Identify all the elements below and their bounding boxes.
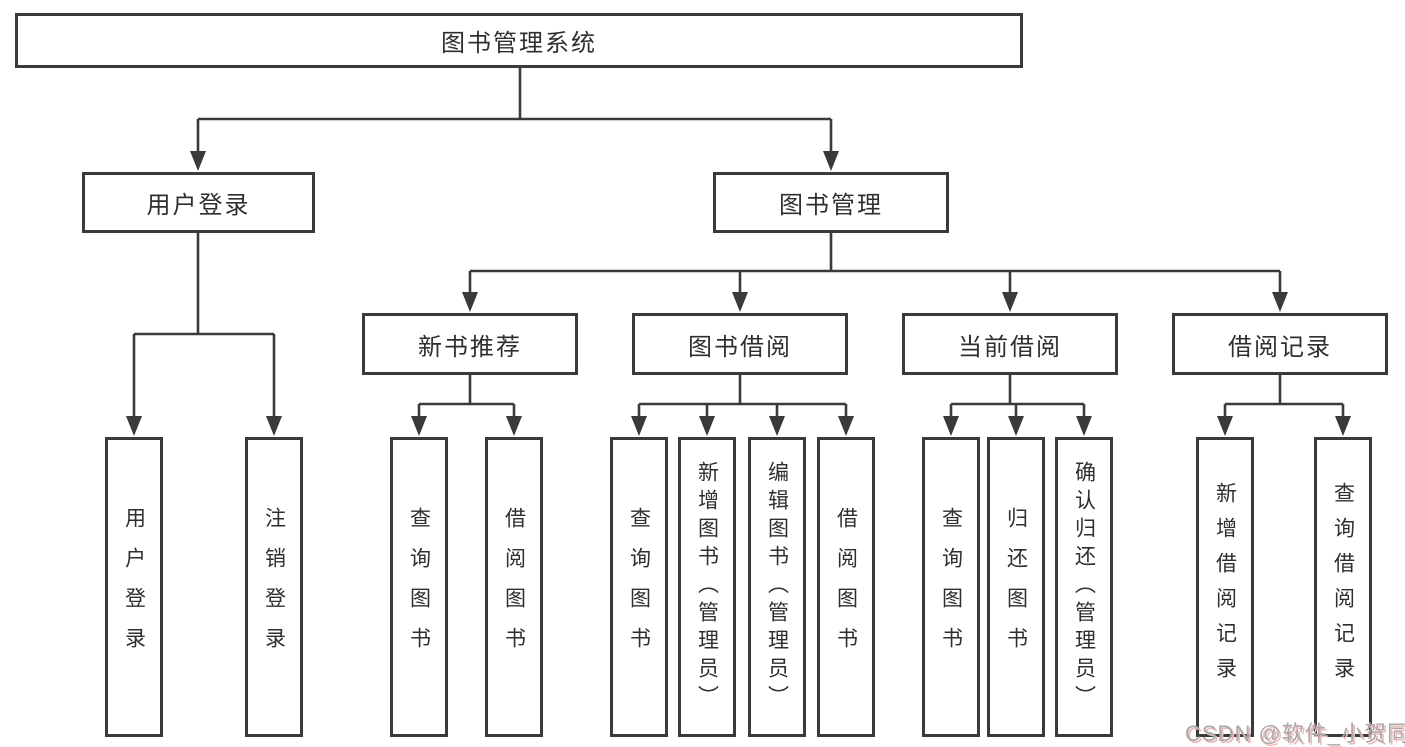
- leaf-return-books: 归还图书: [987, 437, 1045, 737]
- leaf-user-login: 用户登录: [105, 437, 163, 737]
- node-label: 查询借阅记录: [1331, 482, 1355, 692]
- node-label: 图书管理: [779, 192, 883, 219]
- leaf-query-books-current: 查询图书: [922, 437, 980, 737]
- node-label: 用户登录: [122, 507, 146, 667]
- node-current-borrowing: 当前借阅: [902, 313, 1118, 375]
- leaf-query-borrow-record: 查询借阅记录: [1314, 437, 1372, 737]
- leaf-borrow-books-borrowing: 借阅图书: [817, 437, 875, 737]
- node-label: 编辑图书（管理员）: [765, 461, 789, 713]
- leaf-add-book-admin: 新增图书（管理员）: [678, 437, 736, 737]
- node-label: 用户登录: [146, 192, 251, 219]
- node-book-management: 图书管理: [713, 172, 949, 233]
- node-label: 查询图书: [627, 507, 651, 667]
- node-book-borrowing: 图书借阅: [632, 313, 848, 375]
- node-label: 借阅图书: [834, 507, 858, 667]
- csdn-watermark: CSDN @软件_小贺同学: [1185, 721, 1405, 746]
- leaf-edit-book-admin: 编辑图书（管理员）: [748, 437, 806, 737]
- node-label: 图书借阅: [688, 333, 792, 361]
- leaf-query-books-borrowing: 查询图书: [610, 437, 668, 737]
- node-label: 确认归还（管理员）: [1072, 461, 1096, 713]
- node-label: 查询图书: [407, 507, 431, 667]
- node-label: 图书管理系统: [441, 30, 597, 57]
- node-label: 当前借阅: [958, 333, 1062, 361]
- leaf-add-borrow-record: 新增借阅记录: [1196, 437, 1254, 737]
- leaf-confirm-return-admin: 确认归还（管理员）: [1055, 437, 1113, 737]
- node-library-management-system: 图书管理系统: [15, 13, 1023, 68]
- node-new-book-recommendation: 新书推荐: [362, 313, 578, 375]
- node-label: 新增图书（管理员）: [695, 461, 719, 713]
- node-label: 查询图书: [939, 507, 963, 667]
- node-borrowing-records: 借阅记录: [1172, 313, 1388, 375]
- node-label: 新增借阅记录: [1213, 482, 1237, 692]
- node-label: 新书推荐: [418, 333, 522, 361]
- node-label: 借阅记录: [1228, 333, 1332, 361]
- node-label: 注销登录: [262, 507, 286, 667]
- leaf-query-books-recommend: 查询图书: [390, 437, 448, 737]
- node-label: 归还图书: [1004, 507, 1028, 667]
- leaf-borrow-books-recommend: 借阅图书: [485, 437, 543, 737]
- node-user-login: 用户登录: [82, 172, 315, 233]
- leaf-logout: 注销登录: [245, 437, 303, 737]
- node-label: 借阅图书: [502, 507, 526, 667]
